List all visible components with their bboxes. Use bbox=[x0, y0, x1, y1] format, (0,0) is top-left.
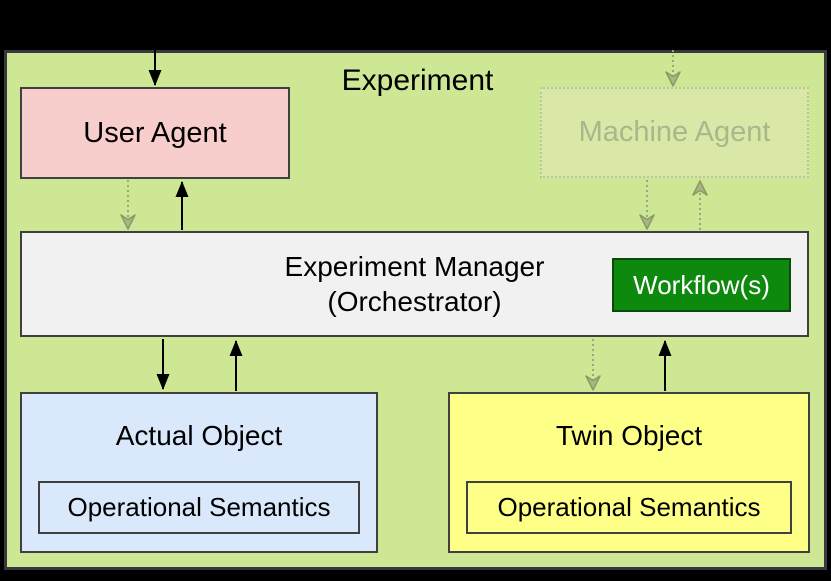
user-agent-node: User Agent bbox=[20, 87, 290, 179]
experiment-manager-label-line1: Experiment Manager bbox=[284, 251, 545, 282]
experiment-manager-label-line2: (Orchestrator) bbox=[327, 286, 502, 317]
machine-agent-node: Machine Agent bbox=[540, 87, 809, 178]
experiment-frame-label: Experiment bbox=[341, 64, 494, 97]
twin-object-node: Twin Object Operational Semantics bbox=[448, 392, 810, 553]
actual-object-semantics-label: Operational Semantics bbox=[67, 492, 331, 522]
experiment-manager-node: Experiment Manager (Orchestrator) bbox=[20, 231, 809, 337]
workflow-label: Workflow(s) bbox=[633, 269, 770, 300]
machine-agent-label: Machine Agent bbox=[578, 116, 771, 148]
actual-object-node: Actual Object Operational Semantics bbox=[20, 392, 378, 553]
actual-object-operational-semantics: Operational Semantics bbox=[38, 481, 360, 534]
actual-object-label: Actual Object bbox=[115, 420, 283, 451]
twin-object-label: Twin Object bbox=[555, 420, 703, 451]
twin-object-semantics-label: Operational Semantics bbox=[497, 492, 761, 522]
user-agent-label: User Agent bbox=[83, 116, 227, 149]
twin-object-operational-semantics: Operational Semantics bbox=[466, 481, 792, 534]
workflow-node: Workflow(s) bbox=[612, 258, 791, 312]
